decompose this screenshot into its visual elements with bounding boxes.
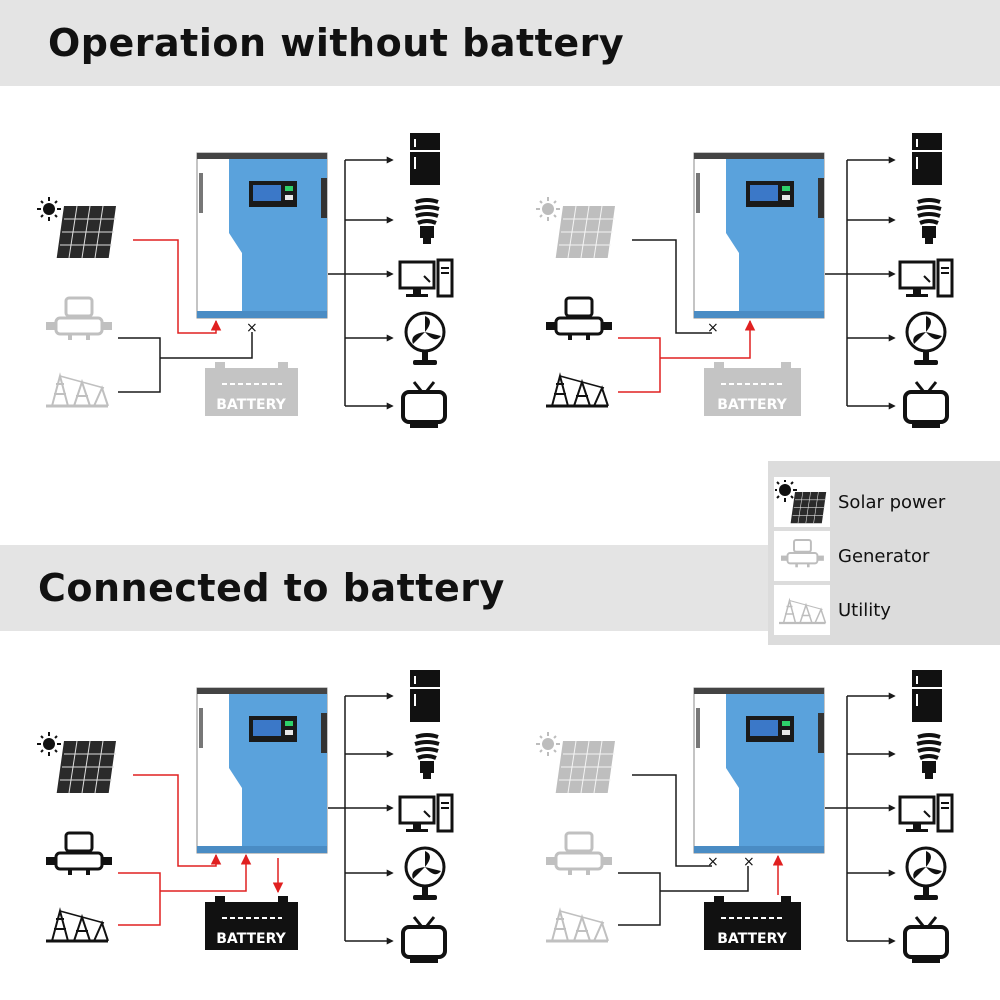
fridge-icon	[409, 132, 441, 186]
legend-item-generator: Generator	[774, 529, 994, 583]
utility-tower-icon	[44, 909, 110, 943]
legend: Solar power Generator Utility	[768, 461, 1000, 645]
legend-item-solar: Solar power	[774, 475, 994, 529]
fridge-icon	[911, 132, 943, 186]
utility-tower-icon	[544, 374, 610, 408]
battery-label: BATTERY	[216, 931, 286, 947]
tv-icon	[401, 915, 447, 965]
battery-icon: BATTERY	[704, 896, 801, 950]
light-bulb-icon	[413, 733, 441, 781]
grid-feed-line	[118, 855, 246, 926]
light-bulb-icon	[915, 733, 943, 781]
fan-icon	[404, 311, 446, 367]
utility-tower-icon	[544, 909, 610, 943]
disconnect-mark: ×	[707, 320, 719, 336]
computer-icon	[398, 258, 454, 299]
grid-feed-line	[618, 866, 749, 926]
solar-feed-line	[133, 774, 222, 867]
computer-icon	[898, 258, 954, 299]
solar-panel-icon	[56, 205, 117, 259]
heading-operation-without-battery: Operation without battery	[0, 0, 1000, 86]
tv-icon	[903, 380, 949, 430]
disconnect-mark: ×	[707, 854, 719, 870]
light-bulb-icon	[915, 198, 943, 246]
fan-icon	[404, 846, 446, 902]
fridge-icon	[911, 669, 943, 723]
solar-panel-icon	[774, 477, 830, 527]
generator-icon	[44, 296, 114, 342]
legend-label: Generator	[838, 545, 930, 567]
legend-item-utility: Utility	[774, 583, 994, 637]
solar-feed-line	[632, 239, 712, 334]
load-arrows	[385, 692, 394, 945]
sun-icon	[36, 731, 62, 757]
heading-connected-to-battery: Connected to battery	[0, 545, 770, 631]
fan-icon	[905, 846, 947, 902]
disconnect-mark: ×	[743, 854, 755, 870]
grid-feed-line	[618, 321, 750, 393]
sun-icon	[535, 196, 561, 222]
battery-label: BATTERY	[717, 931, 787, 947]
grid-feed-line	[118, 332, 253, 393]
load-bus-line	[328, 159, 392, 407]
load-arrows	[887, 156, 896, 410]
solar-feed-line	[632, 774, 712, 867]
utility-tower-icon	[44, 374, 110, 408]
computer-icon	[898, 793, 954, 834]
solar-panel-icon	[56, 740, 117, 794]
fan-icon	[905, 311, 947, 367]
disconnect-mark: ×	[246, 320, 258, 336]
battery-label: BATTERY	[216, 397, 286, 413]
load-bus-line	[825, 695, 894, 942]
battery-icon: BATTERY	[205, 362, 298, 416]
utility-tower-icon	[774, 585, 830, 635]
sun-icon	[36, 196, 62, 222]
generator-icon	[44, 831, 114, 877]
heading-text: Operation without battery	[48, 21, 625, 65]
solar-panel-icon	[555, 205, 616, 259]
load-arrows	[385, 156, 394, 410]
battery-label: BATTERY	[717, 397, 787, 413]
generator-icon	[544, 296, 614, 342]
tv-icon	[903, 915, 949, 965]
panel-bottom-right: × × BATTERY	[535, 669, 954, 965]
sun-icon	[535, 731, 561, 757]
heading-text: Connected to battery	[38, 566, 505, 610]
inverter-unit	[693, 687, 825, 854]
generator-icon	[544, 831, 614, 877]
panel-top-left: × BATTERY	[36, 132, 454, 430]
battery-icon: BATTERY	[205, 896, 298, 950]
solar-panel-icon	[555, 740, 616, 794]
panel-bottom-left: BATTERY	[36, 669, 454, 965]
battery-icon: BATTERY	[704, 362, 801, 416]
load-arrows	[887, 692, 896, 945]
panel-top-right: × BATTERY	[535, 132, 954, 430]
legend-label: Utility	[838, 599, 891, 621]
load-bus-line	[825, 159, 894, 407]
legend-label: Solar power	[838, 491, 946, 513]
generator-icon	[774, 531, 830, 581]
inverter-unit	[693, 152, 825, 319]
tv-icon	[401, 380, 447, 430]
light-bulb-icon	[413, 198, 441, 246]
fridge-icon	[409, 669, 441, 723]
load-bus-line	[328, 695, 392, 942]
inverter-unit	[196, 687, 328, 854]
computer-icon	[398, 793, 454, 834]
solar-feed-line	[133, 239, 222, 334]
inverter-unit	[196, 152, 328, 319]
